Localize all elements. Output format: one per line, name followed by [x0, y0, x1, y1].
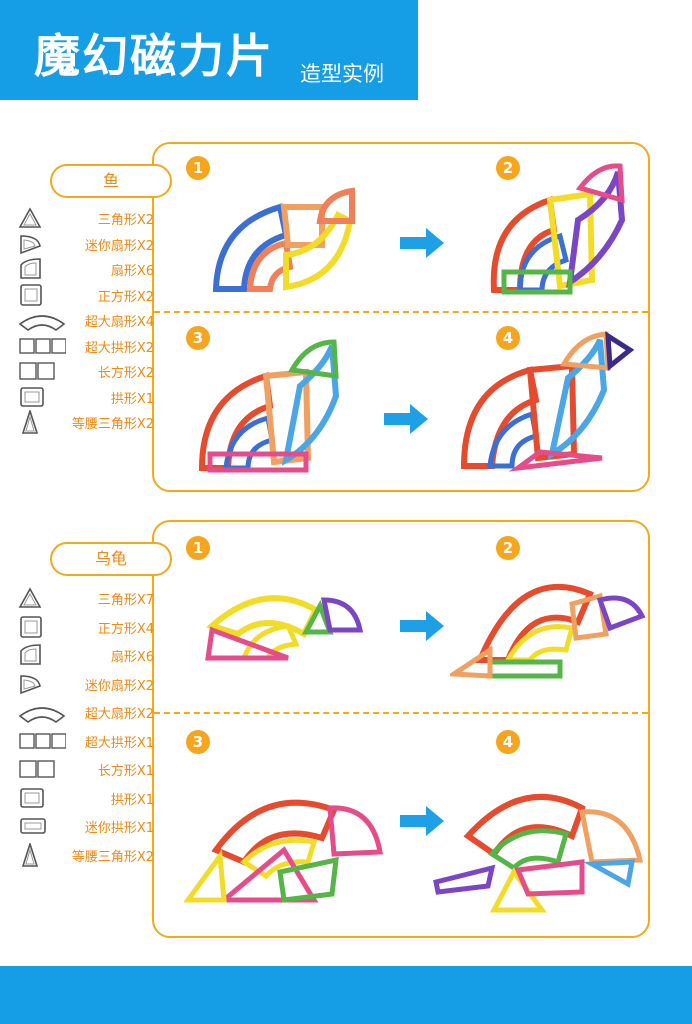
- page-title: 魔幻磁力片: [34, 29, 274, 83]
- fish-arrow-1: [400, 228, 444, 258]
- part-label: 迷你拱形X1: [84, 821, 154, 836]
- fish-title: 鱼: [50, 164, 172, 198]
- fish-step-1-model: [212, 187, 355, 292]
- part-item: 超大扇形X4: [14, 308, 154, 332]
- part-item: 三角形X7: [14, 586, 154, 610]
- part-item: 迷你扇形X2: [14, 232, 154, 256]
- rectangle-icon: [19, 362, 55, 380]
- part-item: 长方形X2: [14, 359, 154, 383]
- super-fan-icon: [18, 315, 66, 331]
- arch-icon: [20, 386, 44, 407]
- fish-step-4-model: [460, 331, 635, 472]
- part-label: 长方形X2: [97, 366, 154, 381]
- header-banner: 魔幻磁力片 造型实例: [0, 0, 418, 100]
- part-label: 拱形X1: [110, 391, 154, 407]
- part-item: 长方形X1: [14, 757, 154, 781]
- part-label: 扇形X6: [110, 264, 154, 279]
- part-item: 扇形X6: [14, 257, 154, 281]
- turtle-step-4-model: [433, 793, 644, 913]
- triangle-icon: [18, 207, 42, 228]
- part-item: 超大扇形X2: [14, 700, 154, 724]
- turtle-arrow-1: [400, 611, 444, 641]
- fish-divider: [154, 311, 648, 313]
- turtle-arrow-2: [400, 806, 444, 836]
- square-icon: [20, 283, 42, 306]
- triangle-icon: [18, 587, 42, 608]
- turtle-title: 乌龟: [50, 542, 172, 576]
- part-label: 扇形X6: [110, 650, 154, 665]
- part-label: 迷你扇形X2: [84, 238, 154, 254]
- fan-icon: [20, 644, 41, 665]
- part-item: 等腰三角形X2: [14, 842, 154, 867]
- turtle-step-1-model: [205, 595, 364, 661]
- turtle-step-3-model: [184, 799, 383, 903]
- fish-step-2: 2: [496, 156, 520, 180]
- part-label: 超大拱形X1: [84, 735, 154, 751]
- isosceles-triangle-icon: [21, 842, 39, 867]
- fan-icon: [20, 258, 41, 279]
- part-label: 迷你扇形X2: [84, 678, 154, 694]
- super-arch-icon: [19, 337, 66, 354]
- fish-arrow-2: [384, 404, 428, 434]
- part-label: 等腰三角形X2: [71, 417, 154, 432]
- fish-step-3-model: [198, 339, 340, 473]
- fish-step-3: 3: [186, 326, 210, 350]
- part-label: 超大扇形X2: [84, 707, 154, 722]
- part-label: 长方形X1: [97, 764, 154, 779]
- part-label: 正方形X4: [97, 621, 154, 637]
- arch-icon: [20, 787, 44, 808]
- part-label: 三角形X2: [97, 213, 154, 228]
- part-item: 正方形X2: [14, 283, 154, 307]
- part-item: 超大拱形X1: [14, 729, 154, 753]
- mini-arch-icon: [20, 818, 46, 834]
- footer-banner: [0, 966, 692, 1024]
- fish-step-2-model: [490, 163, 626, 295]
- part-item: 三角形X2: [14, 206, 154, 230]
- turtle-step-2: 2: [496, 536, 520, 560]
- fish-step-4: 4: [496, 326, 520, 350]
- part-label: 超大拱形X2: [84, 340, 154, 356]
- part-item: 拱形X1: [14, 385, 154, 409]
- super-fan-icon: [18, 707, 66, 723]
- fish-step-1: 1: [186, 156, 210, 180]
- part-item: 迷你扇形X2: [14, 672, 154, 696]
- part-item: 扇形X6: [14, 643, 154, 667]
- rectangle-icon: [19, 760, 55, 778]
- mini-fan-icon: [20, 674, 41, 694]
- turtle-step-4: 4: [496, 730, 520, 754]
- turtle-step-2-model: [450, 583, 646, 679]
- isosceles-triangle-icon: [21, 410, 39, 434]
- mini-fan-icon: [20, 234, 41, 254]
- turtle-step-3: 3: [186, 730, 210, 754]
- super-arch-icon: [19, 732, 66, 749]
- part-label: 三角形X7: [97, 593, 154, 608]
- page-subtitle: 造型实例: [300, 62, 384, 86]
- part-item: 拱形X1: [14, 786, 154, 810]
- part-item: 等腰三角形X2: [14, 410, 154, 434]
- turtle-divider: [154, 712, 648, 714]
- turtle-step-1: 1: [186, 536, 210, 560]
- part-label: 正方形X2: [97, 289, 154, 305]
- part-label: 等腰三角形X2: [71, 849, 154, 865]
- part-item: 超大拱形X2: [14, 334, 154, 358]
- square-icon: [20, 615, 42, 638]
- part-label: 拱形X1: [110, 792, 154, 808]
- part-item: 正方形X4: [14, 615, 154, 639]
- part-item: 迷你拱形X1: [14, 814, 154, 838]
- part-label: 超大扇形X4: [84, 315, 154, 330]
